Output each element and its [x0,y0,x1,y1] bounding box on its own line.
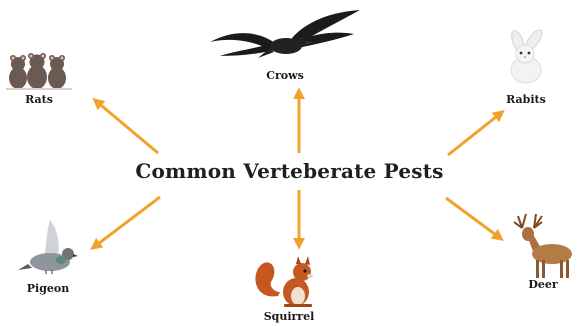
label-crows: Crows [206,69,364,82]
pigeon-icon [16,212,80,276]
deer-icon [508,210,578,280]
node-pigeon: Pigeon [16,212,80,298]
diagram-title: Common Verteberate Pests [0,159,579,183]
node-rats: Rats [4,52,74,108]
arrow-to-deer [446,198,500,238]
node-rabits: Rabits [498,30,554,106]
label-rabits: Rabits [498,93,554,106]
label-pigeon: Pigeon [16,282,80,295]
crow-icon [206,8,364,64]
node-deer: Deer [508,210,578,294]
label-deer: Deer [508,278,578,291]
rats-icon [4,52,74,92]
squirrel-icon [248,252,330,310]
rabbit-icon [498,30,554,84]
node-crows: Crows [206,8,364,86]
label-rats: Rats [4,93,74,106]
node-squirrel: Squirrel [248,252,330,326]
arrow-to-rabits [448,113,501,155]
arrow-to-rats [96,101,158,153]
label-squirrel: Squirrel [248,310,330,323]
arrow-to-pigeon [94,197,160,247]
